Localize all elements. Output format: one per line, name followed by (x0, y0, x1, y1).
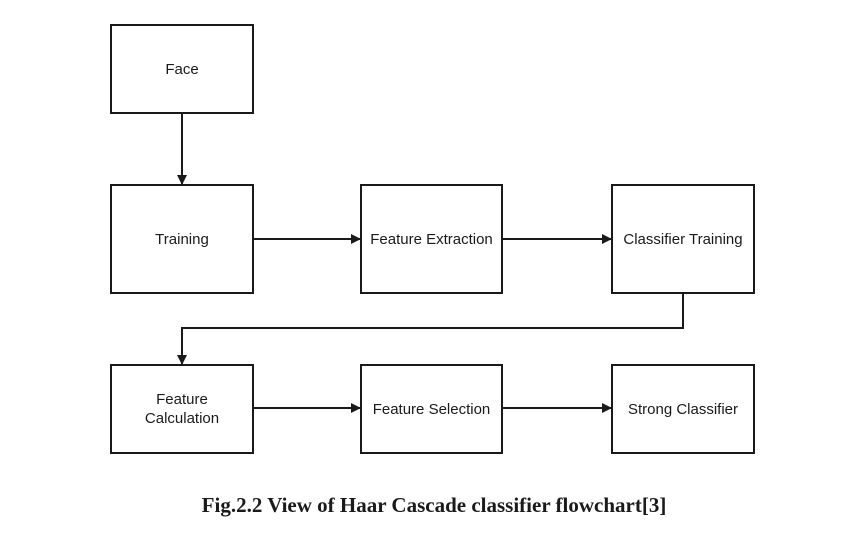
figure-caption: Fig.2.2 View of Haar Cascade classifier … (201, 493, 667, 517)
node-face: Face (110, 24, 254, 114)
node-feature-calculation-label: Feature Calculation (144, 391, 220, 427)
node-training-label: Training (155, 230, 209, 248)
node-feature-calculation: Feature Calculation (110, 364, 254, 454)
node-strong-classifier-label: Strong Classifier (627, 400, 739, 418)
node-feature-selection-label: Feature Selection (372, 400, 491, 418)
node-feature-extraction: Feature Extraction (360, 184, 503, 294)
node-classifier-training-label: Classifier Training (623, 230, 743, 248)
node-face-label: Face (165, 60, 199, 78)
node-strong-classifier: Strong Classifier (611, 364, 755, 454)
arrow-classifier-training-to-feature-calculation (177, 294, 684, 365)
node-feature-extraction-label: Feature Extraction (370, 230, 493, 248)
node-classifier-training: Classifier Training (611, 184, 755, 294)
node-feature-selection: Feature Selection (360, 364, 503, 454)
node-training: Training (110, 184, 254, 294)
